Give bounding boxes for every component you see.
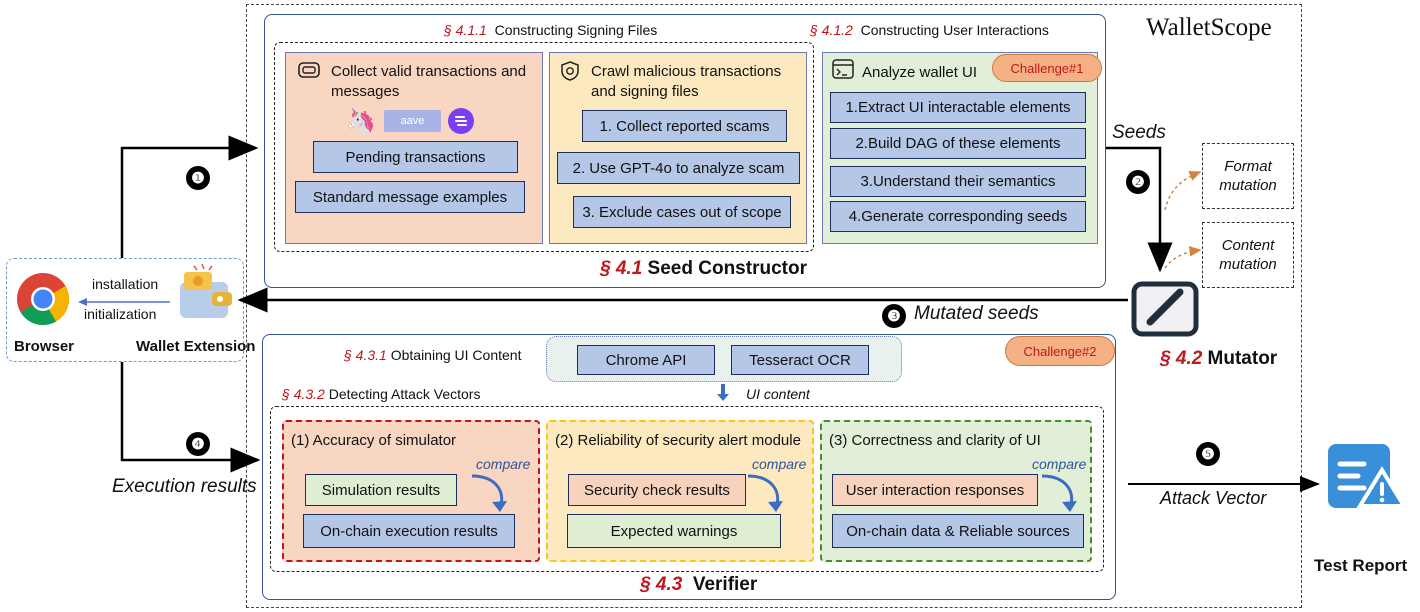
sec-4-1-1-label: § 4.1.1 Constructing Signing Files	[444, 22, 658, 38]
step-4-badge: ❹	[186, 432, 210, 456]
verifier-heading: § 4.3 Verifier	[640, 574, 758, 595]
step-2-badge: ❷	[1126, 170, 1150, 194]
step-1-badge: ❶	[186, 166, 210, 190]
install-arrow-icon	[78, 294, 170, 312]
seed-constructor-box	[264, 14, 1106, 288]
step-5-badge: ❺	[1196, 442, 1220, 466]
attack-vector-label: Attack Vector	[1160, 488, 1267, 508]
seeds-label: Seeds	[1112, 122, 1166, 143]
shield-gear-icon	[559, 60, 581, 87]
chrome-icon	[16, 272, 70, 331]
dapp-logo-icon	[448, 108, 474, 134]
aave-logo-icon: aave	[384, 110, 441, 132]
wallet-extension-label: Wallet Extension	[136, 338, 256, 355]
compare-label-3: compare	[1032, 456, 1087, 472]
build-dag-box: 2.Build DAG of these elements	[830, 128, 1086, 159]
format-mutation-box: Format mutation	[1202, 143, 1294, 209]
compare-arrow-icon-2	[742, 470, 786, 521]
ui-content-arrow-icon	[716, 384, 730, 407]
execution-results-label: Execution results	[112, 476, 257, 497]
challenge-2-badge: Challenge#2	[1005, 336, 1115, 366]
security-check-box: Security check results	[568, 474, 746, 506]
mutator-heading: § 4.2 Mutator	[1160, 348, 1278, 369]
valid-panel-title: Collect valid transactions and messages	[331, 63, 527, 101]
tesseract-ocr-box: Tesseract OCR	[731, 345, 869, 375]
gpt-analyze-box: 2. Use GPT-4o to analyze scam	[557, 152, 800, 184]
exclude-cases-box: 3. Exclude cases out of scope	[573, 196, 791, 228]
onchain-execution-box: On-chain execution results	[303, 514, 515, 548]
verifier-box	[262, 334, 1116, 600]
walletscope-title: WalletScope	[1146, 14, 1272, 41]
uniswap-logo-icon: 🦄	[346, 107, 376, 135]
security-alert-panel-title: (2) Reliability of security alert module	[555, 432, 801, 449]
signing-files-dashed	[274, 42, 814, 252]
compare-label-2: compare	[752, 456, 807, 472]
ui-window-icon	[832, 58, 856, 85]
onchain-reliable-box: On-chain data & Reliable sources	[832, 514, 1084, 548]
detecting-dashed-box	[270, 406, 1104, 572]
analyze-wallet-ui-title: Analyze wallet UI	[862, 64, 978, 81]
sec-4-3-1-label: § 4.3.1 Obtaining UI Content	[344, 347, 522, 363]
ui-correctness-panel-title: (3) Correctness and clarity of UI	[829, 432, 1041, 449]
step-3-badge: ❸	[882, 304, 906, 328]
test-report-label: Test Report	[1314, 556, 1408, 575]
mutator-icon	[1130, 280, 1200, 343]
malicious-panel-title: Crawl malicious transactions and signing…	[591, 63, 782, 101]
collect-reported-scams-box: 1. Collect reported scams	[582, 110, 787, 142]
sec-4-1-2-label: § 4.1.2 Constructing User Interactions	[810, 22, 1049, 38]
mutated-seeds-label: Mutated seeds	[914, 303, 1039, 324]
understand-semantics-box: 3.Understand their semantics	[830, 166, 1086, 197]
content-mutation-box: Content mutation	[1202, 222, 1294, 288]
wallet-icon	[174, 262, 238, 329]
browser-label: Browser	[14, 338, 75, 355]
challenge-1-badge: Challenge#1	[992, 54, 1102, 82]
pending-transactions-box: Pending transactions	[313, 141, 518, 173]
chrome-api-box: Chrome API	[577, 345, 715, 375]
compare-arrow-icon-1	[466, 470, 510, 521]
compare-label-1: compare	[476, 456, 531, 472]
user-interaction-box: User interaction responses	[832, 474, 1038, 506]
installation-label: installation	[92, 276, 159, 292]
initialization-label: initialization	[84, 306, 157, 322]
seed-constructor-heading: § 4.1 Seed Constructor	[600, 258, 807, 279]
browser-sandbox-icon	[298, 60, 320, 85]
ui-content-label: UI content	[746, 386, 810, 402]
generate-seeds-box: 4.Generate corresponding seeds	[830, 201, 1086, 232]
sec-4-3-2-label: § 4.3.2 Detecting Attack Vectors	[282, 386, 481, 402]
expected-warnings-box: Expected warnings	[567, 514, 781, 548]
extract-elements-box: 1.Extract UI interactable elements	[830, 92, 1086, 123]
standard-messages-box: Standard message examples	[295, 181, 525, 213]
compare-arrow-icon-3	[1036, 470, 1080, 521]
simulation-results-box: Simulation results	[305, 474, 457, 506]
test-report-icon	[1324, 440, 1408, 519]
simulator-panel-title: (1) Accuracy of simulator	[291, 432, 457, 449]
